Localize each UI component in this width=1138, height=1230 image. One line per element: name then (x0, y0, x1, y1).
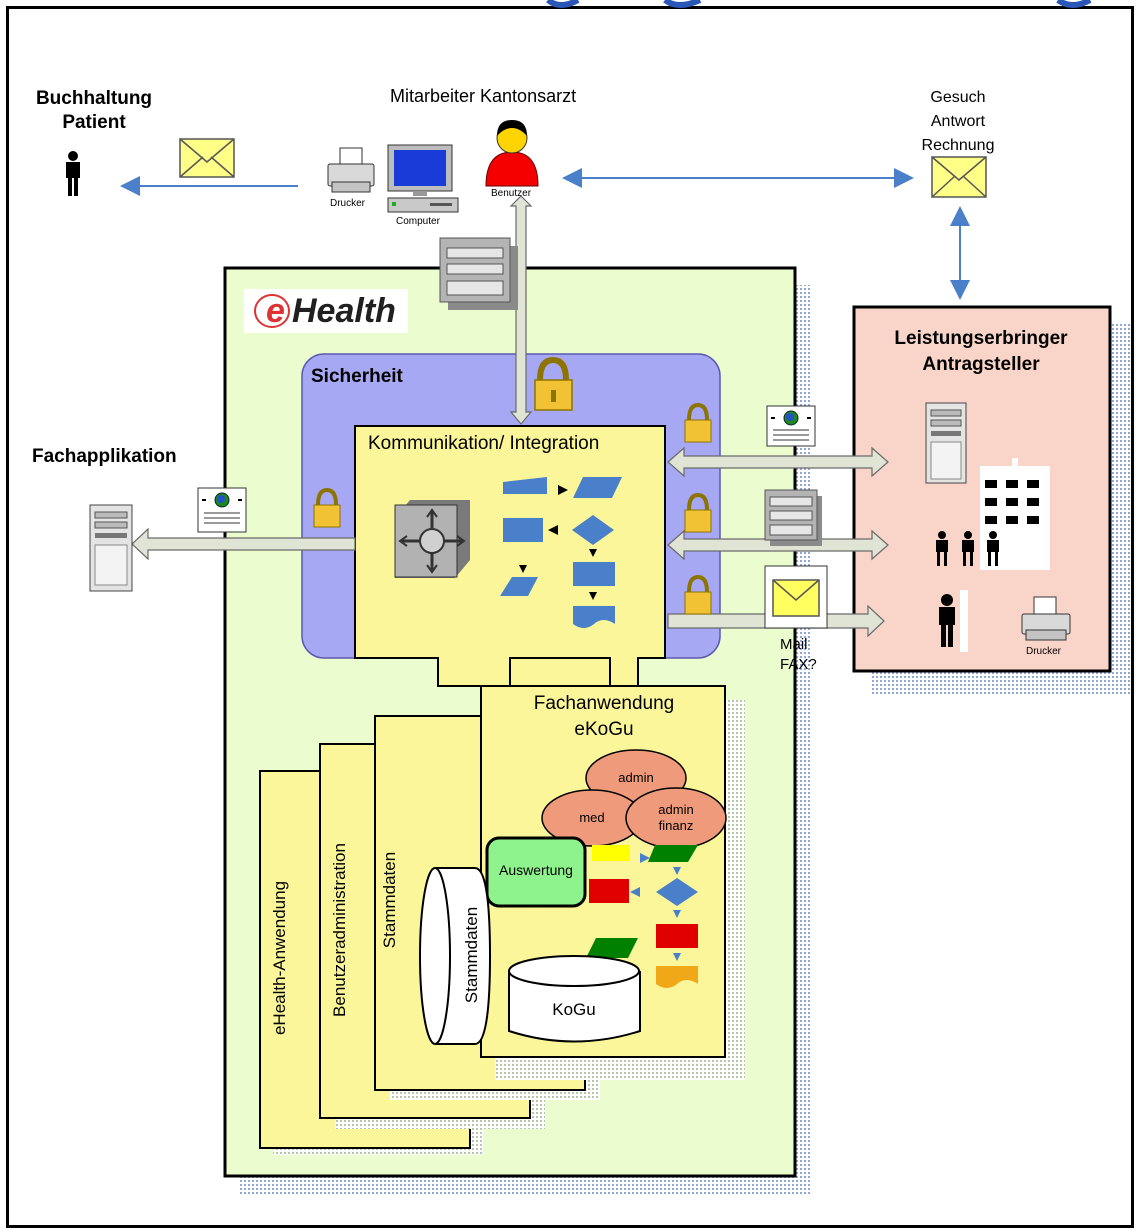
sicherheit-label: Sicherheit (311, 366, 403, 387)
buchhaltung-text: Buchhaltung (35, 88, 153, 109)
envelope-icon-mail (764, 565, 828, 629)
ehealth-logo: Health (292, 292, 396, 330)
patient-text: Patient (62, 112, 126, 133)
ekogu-text: eKoGu (574, 719, 634, 740)
arrow-to-fachapplikation (131, 527, 356, 561)
mail-fax-label: Mail FAX? (780, 635, 817, 675)
kogu-database-icon (508, 955, 641, 1043)
person-icon-buchhaltung (66, 148, 96, 200)
buchhaltung-label: Buchhaltung Patient (14, 87, 174, 135)
ehealth-logo-e: e (266, 292, 285, 330)
admin2-text: admin (658, 802, 694, 817)
kommunikation-label: Kommunikation/ Integration (368, 433, 600, 454)
antwort-text: Antwort (930, 113, 986, 130)
lock-icon-large (534, 356, 573, 411)
building-icon (980, 458, 1050, 570)
fachapplikation-label: Fachapplikation (32, 446, 177, 467)
server-tower-icon-fachapplikation (89, 504, 133, 592)
ehealth-logo-box (244, 289, 408, 333)
gesuch-text: Gesuch (930, 89, 986, 106)
web-document-icon-right (766, 405, 816, 447)
connector-notch (509, 657, 611, 687)
computer-label: Computer (396, 216, 440, 227)
stammdaten-page-label: Stammdaten (380, 851, 399, 949)
kommunikation-fachanwendung-block (354, 425, 726, 1058)
people-group-icon (936, 531, 999, 566)
top-brand-fragments (546, 0, 1092, 8)
lock-icon-right-3 (684, 574, 712, 615)
gesuch-antwort-rechnung-label: Gesuch Antwort Rechnung (912, 86, 1004, 158)
auswertung-box[interactable] (485, 836, 587, 908)
computer-icon (387, 144, 459, 213)
flowchart-fachanwendung (586, 845, 698, 988)
leistungserbringer-label: Leistungserbringer Antragsteller (856, 326, 1106, 378)
envelope-icon-buchhaltung (179, 138, 235, 178)
stammdaten-db-label: Stammdaten (462, 906, 481, 1004)
printer-icon-top (327, 147, 375, 193)
printer-right-label: Drucker (1026, 646, 1062, 657)
web-document-icon-left (197, 487, 247, 533)
arrow-web-leistungserbringer (667, 446, 889, 478)
benutzer-label: Benutzer (491, 188, 532, 199)
printer-icon-right (1021, 596, 1071, 641)
ehealth-logo-ring (254, 294, 290, 328)
lock-icon-right-2 (684, 492, 712, 533)
rechnung-text: Rechnung (921, 137, 995, 154)
flowchart-kommunikation (500, 477, 622, 628)
antragsteller-text: Antragsteller (922, 354, 1040, 375)
lock-icon-right-1 (684, 402, 712, 443)
router-icon (394, 500, 470, 578)
fax-text: FAX? (780, 656, 817, 673)
admin-label: admin (618, 770, 654, 785)
kogu-label: KoGu (552, 1000, 596, 1019)
user-icon-benutzer (485, 120, 539, 187)
leistungserbringer-text: Leistungserbringer (894, 328, 1068, 349)
server-tower-icon-leistungserbringer (925, 402, 967, 484)
auswertung-label: Auswertung (499, 862, 573, 878)
med-label: med (579, 810, 605, 825)
server-icon-top (439, 237, 518, 310)
person-icon-leistungserbringer (939, 590, 968, 652)
admin-finanz-label: admin finanz (640, 802, 712, 834)
mail-text: Mail (780, 636, 808, 653)
benutzeradmin-label: Benutzeradministration (330, 843, 349, 1017)
mitarbeiter-label: Mitarbeiter Kantonsarzt (390, 86, 577, 106)
envelope-icon-gesuch (931, 156, 987, 198)
stammdaten-database-icon (419, 867, 492, 1045)
fachanwendung-text: Fachanwendung (533, 693, 675, 714)
finanz-text: finanz (658, 818, 694, 833)
printer-top-label: Drucker (330, 198, 366, 209)
server-icon-right (764, 489, 822, 546)
ehealth-anwendung-label: eHealth-Anwendung (270, 880, 289, 1036)
lock-icon-left (313, 487, 341, 528)
fachanwendung-label: Fachanwendung eKoGu (490, 691, 718, 743)
